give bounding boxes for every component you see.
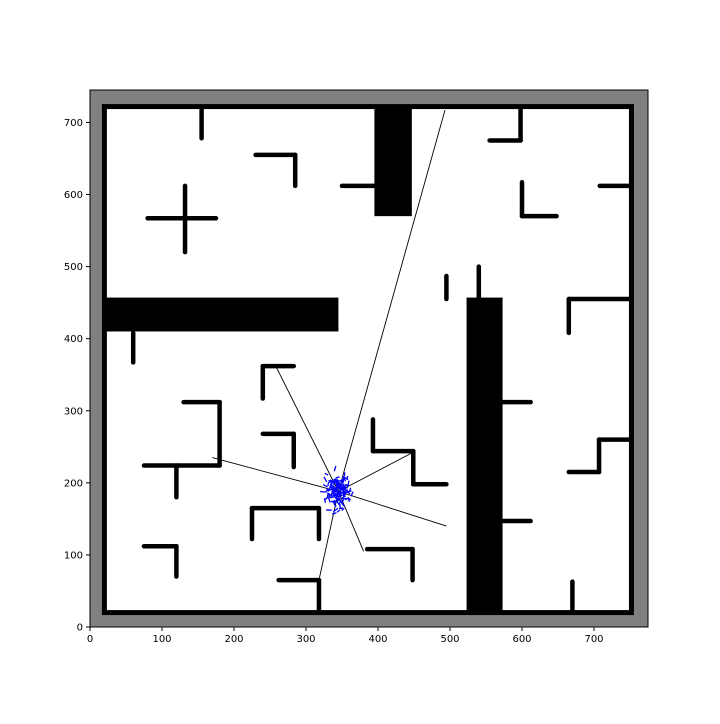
y-tick-label: 600 (64, 190, 83, 201)
obstacle-block (374, 107, 411, 217)
y-tick-label: 500 (64, 262, 83, 273)
y-tick-label: 700 (64, 118, 83, 129)
y-tick-label: 0 (77, 623, 83, 634)
particle (328, 483, 329, 486)
particle (339, 508, 343, 509)
x-tick-label: 200 (224, 634, 243, 645)
particle (320, 491, 325, 492)
obstacle-block (104, 298, 338, 332)
y-tick-label: 100 (64, 550, 83, 561)
x-tick-label: 300 (296, 634, 315, 645)
x-axis-ticks: 0 100 200 300 400 500 600 700 (87, 627, 604, 645)
x-tick-label: 600 (512, 634, 531, 645)
x-tick-label: 0 (87, 634, 93, 645)
y-tick-label: 400 (64, 334, 83, 345)
x-tick-label: 100 (152, 634, 171, 645)
x-tick-label: 500 (440, 634, 459, 645)
particle (348, 481, 349, 485)
y-tick-label: 200 (64, 478, 83, 489)
obstacle-block (467, 298, 503, 613)
x-tick-label: 400 (368, 634, 387, 645)
y-tick-label: 300 (64, 406, 83, 417)
x-tick-label: 700 (584, 634, 603, 645)
y-axis-ticks: 0 100 200 300 400 500 600 700 (64, 118, 90, 634)
free-space-area (104, 107, 631, 613)
